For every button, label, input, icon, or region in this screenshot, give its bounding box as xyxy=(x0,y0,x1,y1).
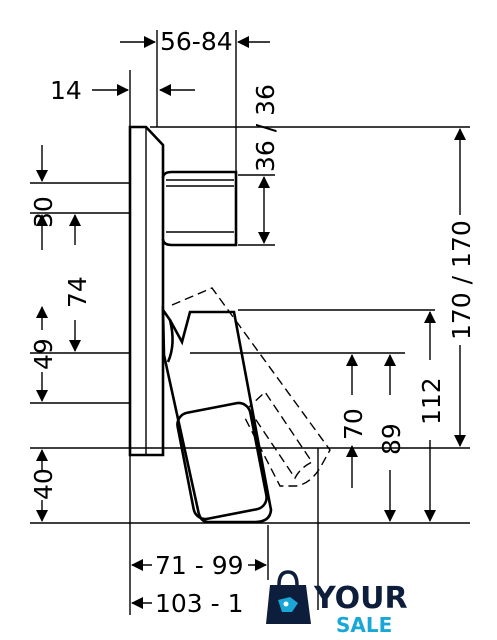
logo-word-sale: SALE xyxy=(336,613,392,637)
dim-left-middle: 74 xyxy=(63,276,92,308)
lever-handle-alt-position xyxy=(171,287,331,487)
logo-word-your: YOUR xyxy=(313,581,408,616)
shopping-bag-icon xyxy=(266,570,311,624)
dim-bottom-reach-2: 103 - 1 xyxy=(155,589,244,618)
dim-spout-89: 89 xyxy=(377,423,406,455)
dim-right-vertical: 36 / 36 xyxy=(251,84,280,172)
dim-bottom-reach-1: 71 - 99 xyxy=(155,551,244,580)
dim-left-upper: 30 xyxy=(29,196,58,228)
lever-handle xyxy=(161,305,273,524)
wall-plate xyxy=(128,125,165,457)
your-sale-watermark: YOUR SALE xyxy=(266,570,408,637)
upper-control-knob xyxy=(161,170,238,247)
dim-spout-112: 112 xyxy=(417,377,446,425)
dim-left-lower: 49 xyxy=(29,338,58,370)
dim-top-width: 56-84 xyxy=(160,27,233,56)
dim-left-bottom: 40 xyxy=(29,468,58,500)
dim-plate-depth: 14 xyxy=(50,76,82,105)
extension-lines xyxy=(30,30,470,615)
dim-total-height: 170 / 170 xyxy=(447,220,476,340)
dim-spout-70: 70 xyxy=(339,408,368,440)
dimension-arrows xyxy=(36,36,466,609)
